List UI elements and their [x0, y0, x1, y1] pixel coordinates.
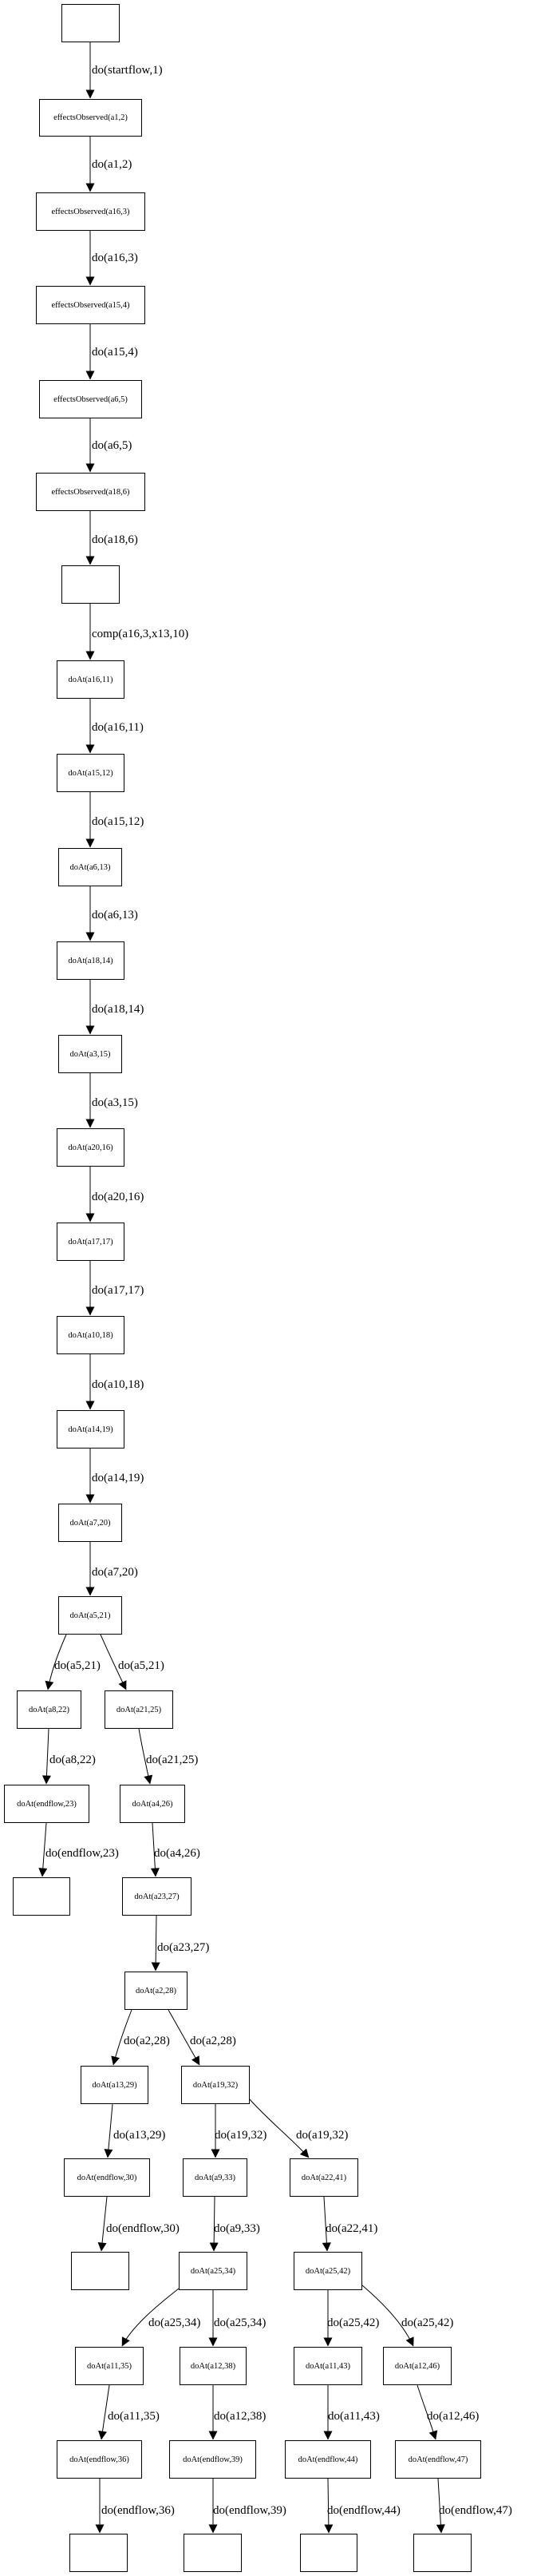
node-do-at-a21-25: doAt(a21,25) — [105, 1690, 173, 1729]
node-effects-observed-a16-3: effectsObserved(a16,3) — [36, 192, 145, 231]
node-do-at-a3-15: doAt(a3,15) — [58, 1035, 122, 1073]
node-do-at-endflow-47: doAt(endflow,47) — [395, 2440, 481, 2479]
edge-label: do(a4,26) — [154, 1847, 200, 1860]
node-effects-observed-a1-2: effectsObserved(a1,2) — [39, 99, 142, 137]
node-do-at-a20-16: doAt(a20,16) — [57, 1128, 124, 1167]
node-final-state-39 — [184, 2534, 242, 2572]
edge-label: do(a12,38) — [214, 2410, 266, 2423]
node-do-at-endflow-30: doAt(endflow,30) — [64, 2158, 150, 2197]
edge-label: do(a20,16) — [92, 1191, 144, 1203]
node-initial-state — [61, 4, 120, 42]
edge-label: do(a16,3) — [92, 252, 138, 264]
edge-label: do(endflow,44) — [327, 2504, 401, 2517]
edge-label: do(a15,4) — [92, 346, 138, 359]
edge-label: do(a19,32) — [296, 2129, 349, 2142]
edge-label: do(a18,14) — [92, 1003, 144, 1016]
edge-label: do(endflow,47) — [439, 2504, 512, 2517]
edge-label: do(a3,15) — [92, 1096, 138, 1109]
node-do-at-a14-19: doAt(a14,19) — [57, 1410, 124, 1449]
edge-label: do(a25,42) — [327, 2316, 380, 2329]
edge-arrow — [41, 1728, 51, 1785]
node-effects-observed-a6-5: effectsObserved(a6,5) — [39, 380, 142, 418]
node-do-at-a15-12: doAt(a15,12) — [57, 754, 124, 792]
edge-label: do(a7,20) — [92, 1566, 138, 1579]
node-do-at-endflow-36: doAt(endflow,36) — [57, 2440, 142, 2479]
node-do-at-a5-21: doAt(a5,21) — [58, 1596, 122, 1635]
edge-label: do(a23,27) — [157, 1941, 210, 1954]
node-do-at-a18-14: doAt(a18,14) — [57, 941, 124, 980]
node-do-at-endflow-44: doAt(endflow,44) — [285, 2440, 371, 2479]
edge-label: do(a15,12) — [92, 815, 144, 828]
edge-label: do(a12,46) — [427, 2410, 480, 2423]
node-do-at-a13-29: doAt(a13,29) — [81, 2066, 148, 2104]
node-do-at-a6-13: doAt(a6,13) — [58, 848, 122, 886]
node-do-at-endflow-39: doAt(endflow,39) — [169, 2440, 256, 2479]
edge-label: do(endflow,36) — [101, 2504, 175, 2517]
node-do-at-a7-20: doAt(a7,20) — [58, 1504, 122, 1542]
edge-label: do(a2,28) — [190, 2035, 236, 2047]
edge-label: do(a25,34) — [148, 2316, 201, 2329]
edge-label: do(a13,29) — [113, 2129, 166, 2142]
edge-label: comp(a16,3,x13,10) — [92, 628, 189, 640]
node-do-at-a19-32: doAt(a19,32) — [181, 2066, 250, 2104]
edge-label: do(a1,2) — [92, 158, 132, 171]
edge-label: do(a21,25) — [146, 1754, 199, 1766]
node-effects-observed-a18-6: effectsObserved(a18,6) — [36, 473, 145, 511]
node-do-at-a12-38: doAt(a12,38) — [180, 2347, 247, 2385]
node-final-state-47 — [413, 2534, 472, 2572]
edge-label: do(a17,17) — [92, 1284, 144, 1297]
edge-label: do(a5,21) — [54, 1659, 101, 1672]
edge-label: do(a16,11) — [92, 721, 144, 734]
node-final-state-23 — [13, 1877, 70, 1916]
node-do-at-endflow-23: doAt(endflow,23) — [4, 1785, 89, 1823]
node-do-at-a22-41: doAt(a22,41) — [290, 2158, 358, 2197]
node-intermediate-state — [61, 565, 120, 604]
node-effects-observed-a15-4: effectsObserved(a15,4) — [36, 286, 145, 324]
edge-label: do(a18,6) — [92, 533, 138, 546]
edge-label: do(a6,5) — [92, 439, 132, 452]
node-do-at-a2-28: doAt(a2,28) — [124, 1972, 188, 2010]
node-do-at-a11-43: doAt(a11,43) — [294, 2347, 362, 2385]
edge-label: do(a22,41) — [326, 2222, 378, 2235]
edge-label: do(a11,43) — [328, 2410, 380, 2423]
node-do-at-a25-42: doAt(a25,42) — [294, 2252, 362, 2290]
node-do-at-a23-27: doAt(a23,27) — [122, 1877, 191, 1916]
node-do-at-a17-17: doAt(a17,17) — [57, 1223, 124, 1261]
edge-label: do(a10,18) — [92, 1378, 144, 1391]
node-final-state-30 — [71, 2252, 129, 2290]
edge-label: do(endflow,30) — [106, 2222, 180, 2235]
edge-label: do(a2,28) — [124, 2035, 170, 2047]
edge-label: do(endflow,39) — [213, 2504, 286, 2517]
edge-label: do(endflow,23) — [45, 1847, 119, 1860]
node-do-at-a25-34: doAt(a25,34) — [179, 2252, 247, 2290]
edge-label: do(a11,35) — [108, 2410, 160, 2423]
edge-label: do(a25,42) — [401, 2316, 454, 2329]
edge-label: do(a6,13) — [92, 909, 138, 921]
edge-label: do(startflow,1) — [92, 64, 163, 77]
node-do-at-a8-22: doAt(a8,22) — [17, 1690, 81, 1729]
edge-label: do(a19,32) — [215, 2129, 267, 2142]
edge-label: do(a8,22) — [49, 1754, 96, 1766]
node-do-at-a10-18: doAt(a10,18) — [57, 1316, 124, 1354]
node-do-at-a12-46: doAt(a12,46) — [383, 2347, 452, 2385]
node-do-at-a4-26: doAt(a4,26) — [120, 1785, 185, 1823]
edge-label: do(a5,21) — [118, 1659, 164, 1672]
node-final-state-44 — [300, 2534, 357, 2572]
edge-label: do(a14,19) — [92, 1472, 144, 1484]
edge-label: do(a25,34) — [214, 2316, 266, 2329]
edge-label: do(a9,33) — [214, 2222, 260, 2235]
edge-arrow — [104, 2103, 113, 2158]
node-do-at-a11-35: doAt(a11,35) — [75, 2347, 144, 2385]
node-do-at-a16-11: doAt(a16,11) — [57, 660, 124, 699]
node-do-at-a9-33: doAt(a9,33) — [183, 2158, 247, 2197]
node-final-state-36 — [69, 2534, 128, 2572]
